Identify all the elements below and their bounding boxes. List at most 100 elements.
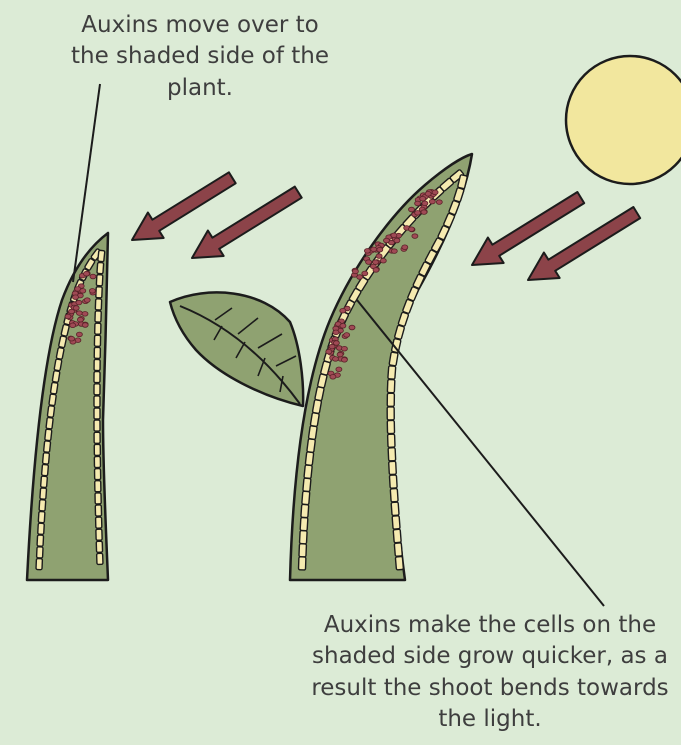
plant-cell — [52, 371, 60, 383]
auxin-dot — [330, 375, 336, 380]
auxin-dot — [349, 325, 355, 330]
auxin-dot — [373, 260, 379, 265]
plant-cell — [95, 481, 101, 492]
left-shoot — [27, 233, 108, 580]
plant-cell — [47, 406, 54, 418]
plant-cell — [44, 441, 51, 453]
plant-cell — [96, 287, 102, 298]
auxin-dot — [377, 247, 383, 252]
auxin-dot — [415, 211, 421, 216]
auxin-dot — [384, 238, 390, 243]
auxin-dot — [337, 352, 343, 357]
plant-cell — [388, 434, 395, 447]
plant-cell — [49, 394, 56, 406]
plant-cell — [50, 382, 58, 394]
auxin-dot — [80, 289, 86, 294]
plant-cell — [388, 448, 396, 461]
plant-cell — [94, 347, 100, 358]
plant-cell — [387, 407, 394, 420]
plant-cell — [56, 347, 64, 359]
auxin-dot — [69, 336, 75, 341]
auxin-dot — [82, 312, 88, 317]
plant-cell — [59, 336, 67, 348]
auxin-dot — [336, 367, 342, 372]
auxin-dot — [329, 344, 335, 349]
plant-cell — [301, 504, 309, 517]
plant-cell — [94, 372, 100, 383]
plant-cell — [46, 417, 53, 429]
auxin-dot — [65, 314, 71, 319]
annotation-top: Auxins move over to the shaded side of t… — [30, 10, 370, 104]
auxin-dot — [415, 201, 421, 206]
auxin-dot — [326, 349, 332, 354]
plant-cell — [391, 502, 399, 515]
plant-cell — [94, 335, 100, 346]
plant-cell — [302, 491, 310, 505]
plant-cell — [387, 420, 394, 433]
plant-cell — [299, 544, 307, 557]
auxin-dot — [391, 249, 397, 254]
auxin-dot — [412, 234, 418, 239]
auxin-dot — [340, 324, 346, 329]
auxin-dot — [341, 358, 347, 363]
plant-cell — [54, 359, 62, 371]
auxin-dot — [76, 300, 82, 305]
auxin-dot — [340, 308, 346, 313]
plant-cell — [94, 432, 100, 443]
plant-cell — [300, 517, 308, 530]
right-shoot — [290, 154, 472, 580]
plant-cell — [96, 275, 103, 286]
plant-cell — [387, 393, 394, 406]
plant-cell — [305, 452, 313, 466]
auxin-dot — [362, 271, 368, 276]
auxin-dot — [391, 233, 397, 238]
plant-cell — [94, 408, 100, 419]
auxin-dot — [90, 274, 96, 279]
plant-cell — [96, 541, 102, 552]
plant-cell — [40, 488, 47, 499]
auxin-dot — [82, 323, 88, 328]
auxin-dot — [420, 196, 426, 201]
auxin-dot — [409, 207, 415, 212]
auxin-dot — [352, 269, 358, 274]
plant-cell — [95, 493, 101, 504]
plant-cell — [38, 511, 45, 522]
auxin-dot — [89, 289, 95, 294]
auxin-dot — [371, 247, 377, 252]
plant-cell — [303, 478, 311, 492]
auxin-dot — [73, 295, 79, 300]
auxin-dot — [76, 311, 82, 316]
plant-cell — [39, 500, 46, 511]
plant-cell — [310, 413, 319, 427]
annotation-bottom: Auxins make the cells on the shaded side… — [270, 610, 681, 735]
auxin-dot — [366, 260, 372, 265]
plant-cell — [312, 400, 321, 414]
leaf — [170, 292, 303, 406]
auxin-dot — [341, 346, 347, 351]
plant-cell — [299, 531, 307, 544]
plant-cell — [390, 488, 398, 501]
plant-cell — [97, 262, 104, 273]
plant-cell — [95, 323, 101, 334]
plant-cell — [394, 543, 402, 557]
plant-cell — [42, 464, 49, 475]
auxin-dot — [364, 249, 370, 254]
plant-cell — [94, 396, 100, 407]
auxin-dot — [421, 210, 427, 215]
auxin-dot — [380, 258, 386, 263]
auxin-dot — [376, 254, 382, 259]
plant-cell — [389, 461, 397, 474]
plant-cell — [45, 429, 52, 441]
auxin-dot — [373, 268, 379, 273]
auxin-dot — [408, 227, 414, 232]
plant-cell — [37, 535, 44, 546]
plant-cell — [37, 547, 43, 558]
plant-cell — [38, 523, 45, 534]
plant-cell — [307, 439, 316, 453]
auxin-dot — [333, 357, 339, 362]
auxin-dot — [429, 199, 435, 204]
plant-cell — [94, 444, 100, 455]
auxin-dot — [436, 200, 442, 205]
plant-cell — [36, 558, 42, 569]
plant-cell — [95, 505, 101, 516]
